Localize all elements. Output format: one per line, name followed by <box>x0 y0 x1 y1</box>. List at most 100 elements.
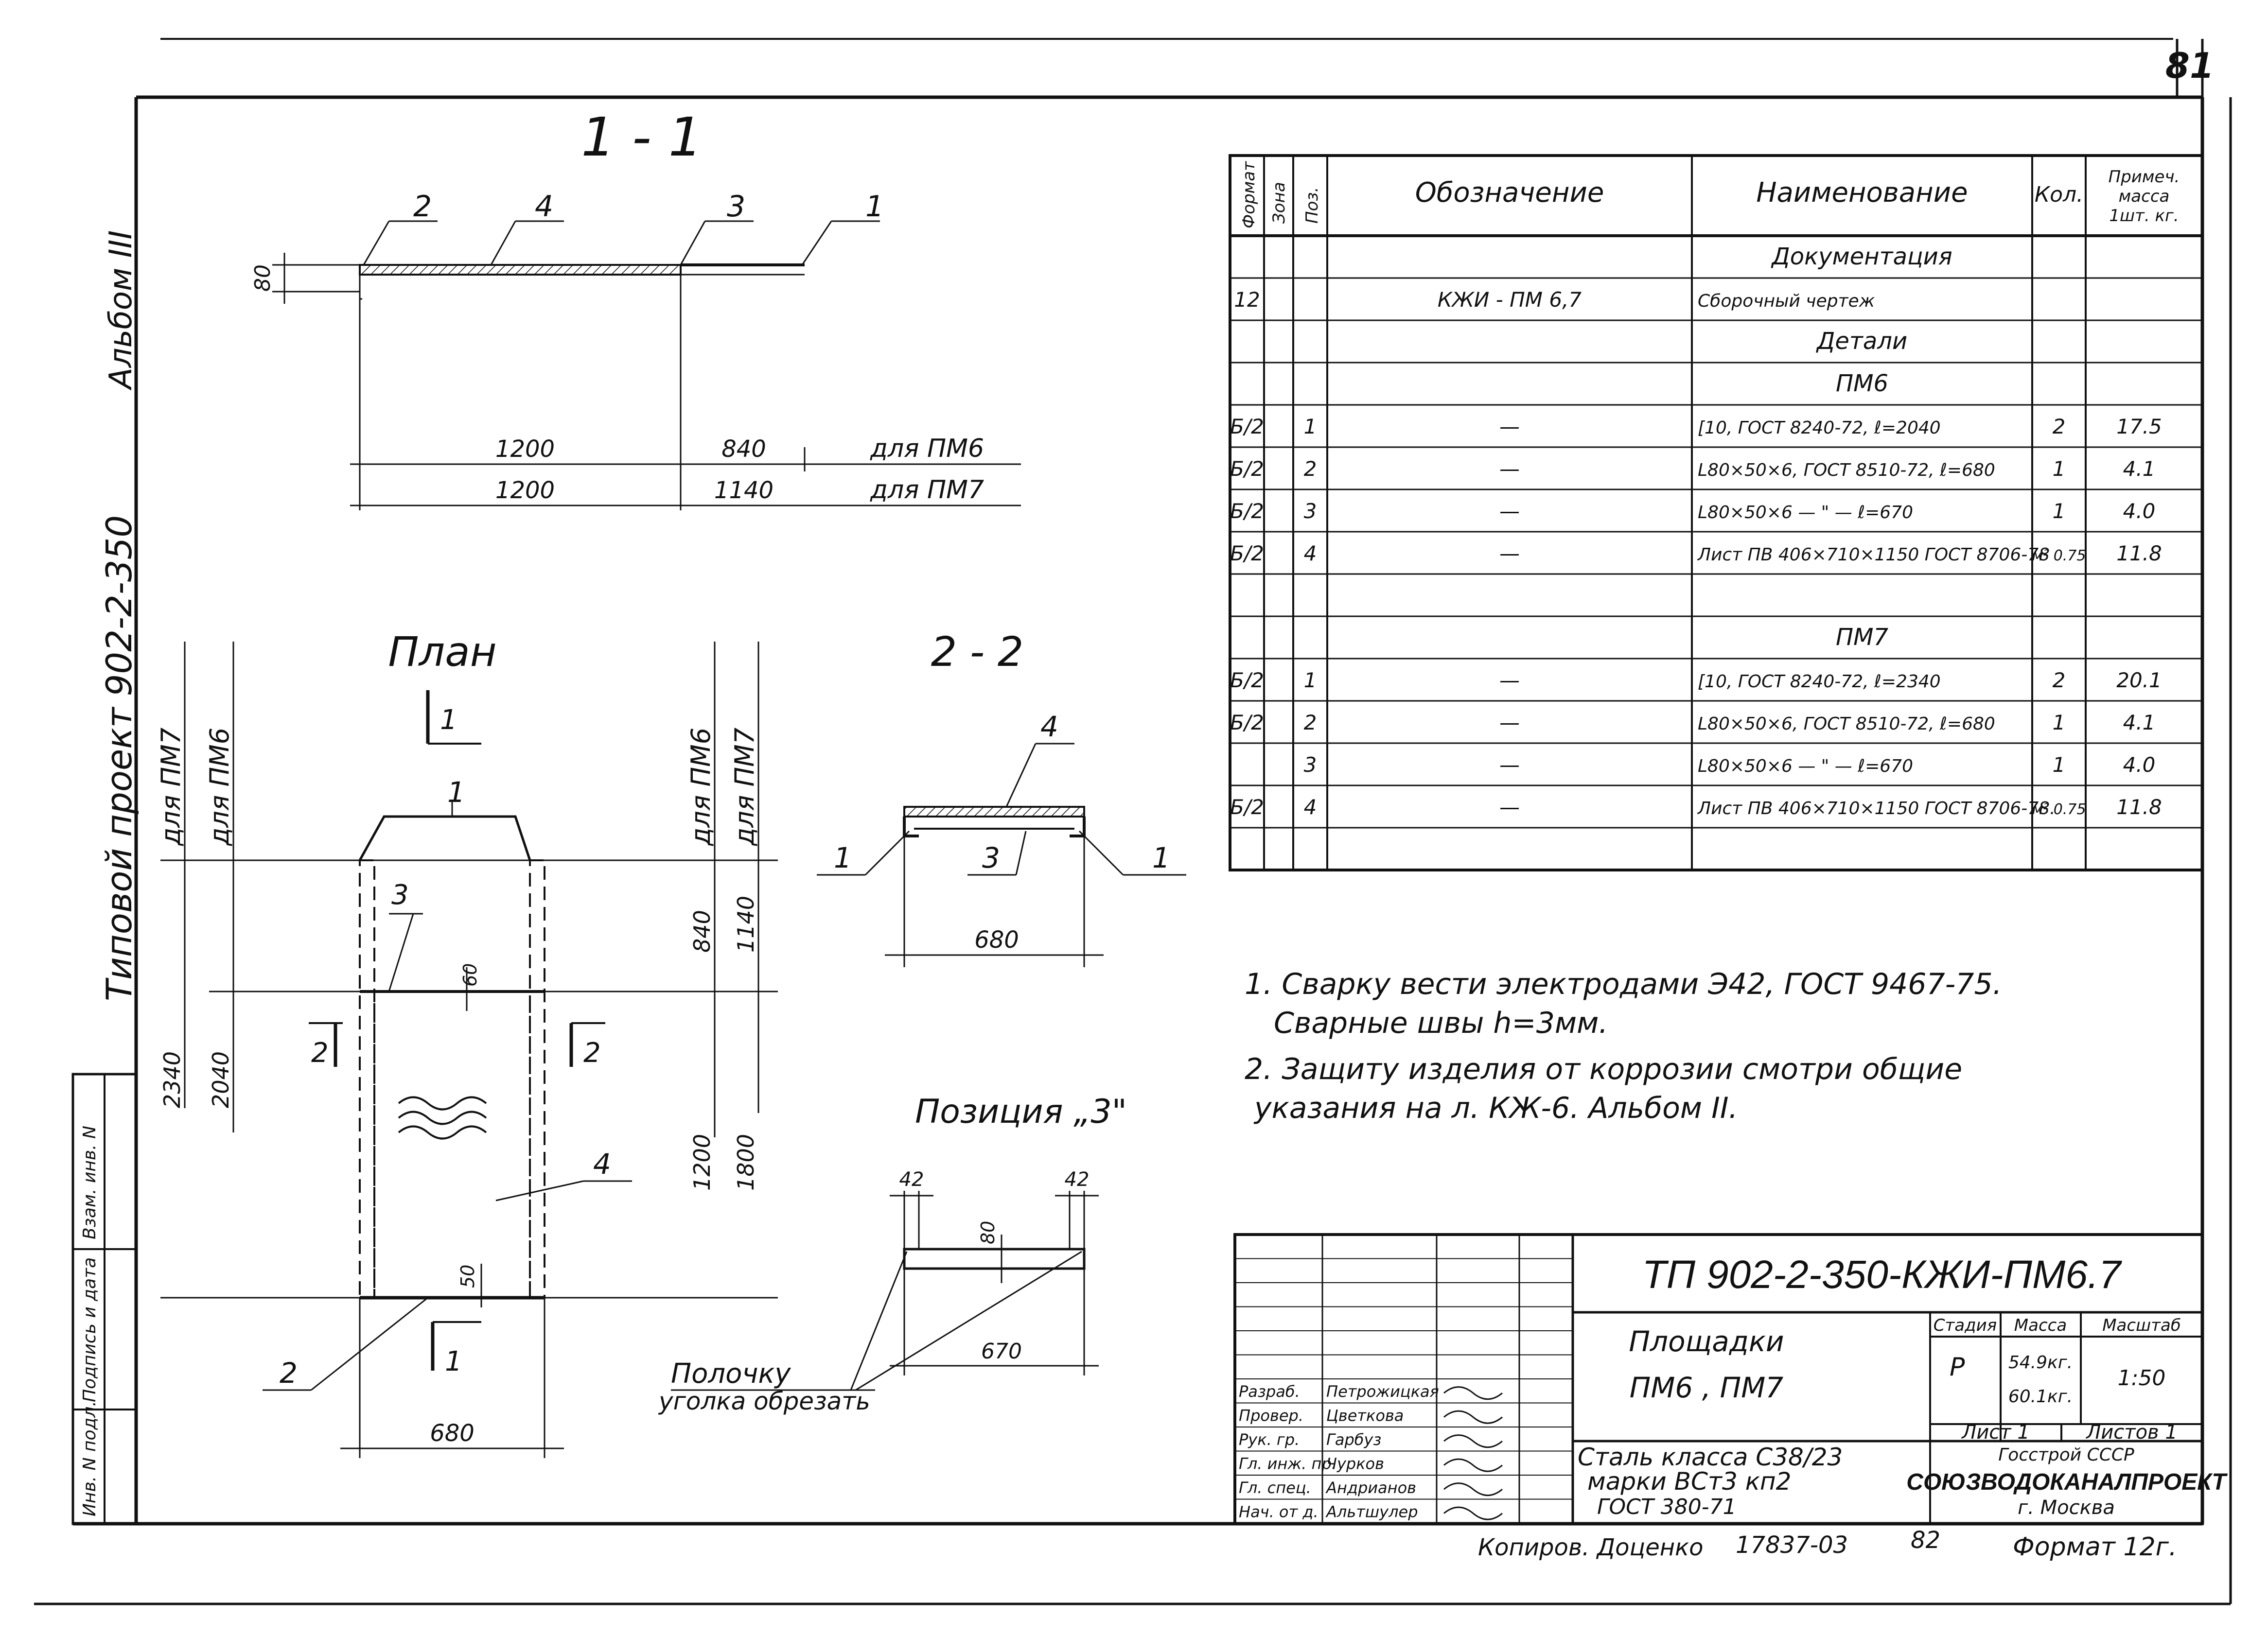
spec-cell-designation: — <box>1499 499 1520 523</box>
plan-cut-left: 2 <box>311 1037 329 1069</box>
position-3-dim-80: 80 <box>977 1221 999 1244</box>
tb-signature <box>1443 1434 1503 1448</box>
plan-right-label-pm7: для ПМ7 <box>729 728 760 846</box>
tb-sign-role: Разраб. <box>1239 1382 1300 1401</box>
spec-cell-format: Б/2 <box>1230 457 1264 481</box>
spec-cell-qty: м² 0.75 <box>2032 547 2086 564</box>
note-line-3: 2. Защиту изделия от коррозии смотри общ… <box>1245 1052 1962 1086</box>
plan-cut-top: 1 <box>440 704 457 736</box>
spec-cell-name: [10, ГОСТ 8240-72, ℓ=2340 <box>1698 672 1941 692</box>
spec-cell-note: 11.8 <box>2116 795 2162 819</box>
tb-signature <box>1443 1410 1503 1424</box>
section-1-1-callout-2: 2 <box>413 190 432 224</box>
project-label: Типовой проект 902-2-350 <box>99 515 140 1001</box>
plan-callout-2: 2 <box>280 1357 298 1390</box>
tb-sign-name: Альтшулер <box>1325 1503 1418 1521</box>
spec-cell-qty: 1 <box>2053 457 2066 481</box>
spec-cell-pos: 2 <box>1304 457 1317 481</box>
spec-cell-note: 4.0 <box>2123 753 2156 777</box>
spec-cell-qty: 1 <box>2053 711 2066 734</box>
spec-row: ПМ7 <box>1230 624 2202 660</box>
spec-cell-name: Сборочный чертеж <box>1698 291 1875 311</box>
spec-cell-pos: 1 <box>1304 668 1317 692</box>
section-2-2-plate <box>903 806 1085 818</box>
spec-cell-name: Лист ПВ 406×710×1150 ГОСТ 8706-78. <box>1697 799 2056 818</box>
spec-cell-designation: — <box>1499 711 1520 734</box>
spec-cell-designation: КЖИ - ПМ 6,7 <box>1438 288 1582 312</box>
spec-cell-pos: 4 <box>1304 795 1317 819</box>
section-2-2-callout-4: 4 <box>1040 710 1058 743</box>
plan-left-label-pm7: для ПМ7 <box>156 728 186 846</box>
tb-sign-name: Гарбуз <box>1326 1430 1381 1449</box>
tb-org-1: Госстрой СССР <box>1998 1445 2134 1465</box>
plan-dim-50: 50 <box>457 1265 478 1288</box>
section-1-1-callout-4: 4 <box>535 190 553 224</box>
position-3-note-2: уголка обрезать <box>658 1387 870 1415</box>
spec-cell-note: 17.5 <box>2116 415 2162 438</box>
tb-sheets: Листов 1 <box>2085 1421 2178 1444</box>
dim-row1-b: 840 <box>721 435 766 463</box>
spec-cell-pos: 3 <box>1304 499 1317 523</box>
album-label: Альбом III <box>103 230 139 391</box>
plan-width-dim: 680 <box>430 1420 475 1447</box>
section-1-1-height-dim: 80 <box>250 264 275 292</box>
spec-header-designation: Обозначение <box>1415 177 1604 209</box>
spec-cell-format: Б/2 <box>1230 499 1264 523</box>
dim-row2-a: 1200 <box>495 477 555 504</box>
footer-order: 17837-03 <box>1736 1532 1848 1559</box>
tb-signature <box>1443 1386 1503 1400</box>
spec-header-pos: Поз. <box>1302 187 1322 224</box>
plan-cut-right: 2 <box>583 1037 601 1069</box>
position-3-note-1: Полочку <box>671 1358 791 1390</box>
plan-dim-1140: 1140 <box>733 896 759 953</box>
spec-header-note-3: 1шт. кг. <box>2109 206 2179 226</box>
mesh-symbol <box>398 1096 487 1140</box>
spec-cell-pos: 3 <box>1304 753 1317 777</box>
spec-row: ПМ6 <box>1230 370 2202 406</box>
dim-row1-c: для ПМ6 <box>870 434 984 463</box>
tb-scale-label: Масштаб <box>2102 1316 2181 1335</box>
spec-cell-qty: 2 <box>2053 668 2066 692</box>
tb-sign-name: Петрожицкая <box>1326 1382 1439 1401</box>
title-name-2: ПМ6 , ПМ7 <box>1630 1371 1784 1404</box>
dim-row2-c: для ПМ7 <box>870 475 984 505</box>
spec-cell-name: Лист ПВ 406×710×1150 ГОСТ 8706-78 <box>1697 545 2050 565</box>
spec-row: Детали <box>1230 328 2202 364</box>
plan-callout-3: 3 <box>391 879 409 911</box>
spec-cell-name: L80×50×6 — " — ℓ=670 <box>1698 756 1913 776</box>
stamp-replace-inv: Взам. инв. N <box>80 1126 100 1239</box>
spec-cell-note: 20.1 <box>2116 668 2162 692</box>
tb-scale: 1:50 <box>2118 1366 2166 1391</box>
spec-cell-designation: — <box>1499 457 1520 481</box>
spec-cell-format: Б/2 <box>1230 541 1264 565</box>
plan-dim-1200: 1200 <box>689 1134 715 1191</box>
tb-sign-role: Провер. <box>1239 1407 1303 1425</box>
plan-dim-2040: 2040 <box>208 1051 234 1108</box>
spec-header-format: Формат <box>1239 161 1259 228</box>
spec-cell-qty: 1 <box>2053 499 2066 523</box>
footer-year: 82 <box>1911 1527 1940 1554</box>
spec-cell-note: 4.1 <box>2123 457 2156 481</box>
spec-cell-heading: ПМ6 <box>1836 370 1888 397</box>
tb-sheet: Лист 1 <box>1961 1421 2030 1444</box>
general-notes: 1. Сварку вести электродами Э42, ГОСТ 94… <box>1245 967 2002 1125</box>
title-doc-code: ТП 902-2-350-КЖИ-ПМ6.7 <box>1642 1253 2123 1297</box>
spec-cell-pos: 1 <box>1304 415 1317 438</box>
spec-cell-heading: ПМ7 <box>1836 624 1889 651</box>
plan-callout-4: 4 <box>593 1148 611 1181</box>
tb-mass-label: Масса <box>2014 1316 2067 1335</box>
spec-cell-format: Б/2 <box>1230 668 1264 692</box>
plan-dim-1800: 1800 <box>733 1134 759 1191</box>
section-1-1-callout-1: 1 <box>865 190 884 224</box>
tb-org-2: СОЮЗВОДОКАНАЛПРОЕКТ <box>1906 1469 2228 1495</box>
spec-cell-name: L80×50×6, ГОСТ 8510-72, ℓ=680 <box>1698 714 1995 734</box>
plan-cut-bottom: 1 <box>445 1346 462 1377</box>
left-archive-stamp: Инв. N подл. Подпись и дата Взам. инв. N <box>71 1073 138 1525</box>
spec-header-note-2: масса <box>2119 187 2170 206</box>
spec-cell-format: 12 <box>1234 288 1260 312</box>
